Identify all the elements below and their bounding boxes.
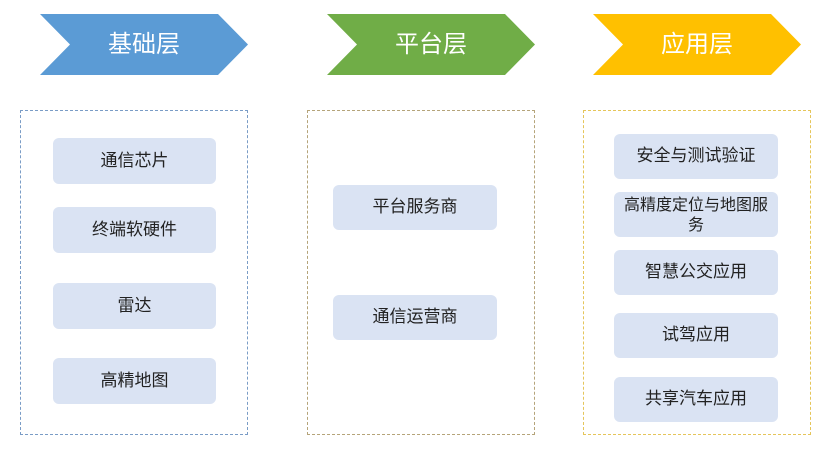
layer-title-platform: 平台层 bbox=[395, 30, 467, 58]
chevron-arrow-shape bbox=[40, 14, 248, 75]
list-item-comm-chip: 通信芯片 bbox=[53, 138, 216, 184]
list-item-platform-provider: 平台服务商 bbox=[333, 185, 497, 230]
chevron-arrow-shape bbox=[593, 14, 801, 75]
list-item-smart-bus: 智慧公交应用 bbox=[614, 250, 778, 295]
layer-title-application: 应用层 bbox=[661, 30, 733, 58]
list-item-hd-map: 高精地图 bbox=[53, 358, 216, 404]
list-item-telecom-operator: 通信运营商 bbox=[333, 295, 497, 340]
list-item-car-sharing: 共享汽车应用 bbox=[614, 377, 778, 422]
layer-panel-foundation: 通信芯片 终端软硬件 雷达 高精地图 bbox=[20, 110, 248, 435]
list-item-safety-testing: 安全与测试验证 bbox=[614, 134, 778, 179]
layer-title-foundation: 基础层 bbox=[108, 30, 180, 58]
chevron-arrow-shape bbox=[327, 14, 535, 75]
list-item-radar: 雷达 bbox=[53, 283, 216, 329]
chevron-foundation-shape bbox=[40, 14, 248, 75]
chevron-application-shape bbox=[593, 14, 801, 75]
list-item-terminal-hw-sw: 终端软硬件 bbox=[53, 207, 216, 253]
layer-header-application: 应用层 bbox=[593, 14, 801, 75]
list-item-test-drive: 试驾应用 bbox=[614, 313, 778, 358]
layer-panel-platform: 平台服务商 通信运营商 bbox=[307, 110, 535, 435]
layer-header-platform: 平台层 bbox=[327, 14, 535, 75]
layer-panel-application: 安全与测试验证 高精度定位与地图服务 智慧公交应用 试驾应用 共享汽车应用 bbox=[583, 110, 811, 435]
chevron-platform-shape bbox=[327, 14, 535, 75]
layer-header-foundation: 基础层 bbox=[40, 14, 248, 75]
list-item-hd-positioning-map: 高精度定位与地图服务 bbox=[614, 192, 778, 237]
